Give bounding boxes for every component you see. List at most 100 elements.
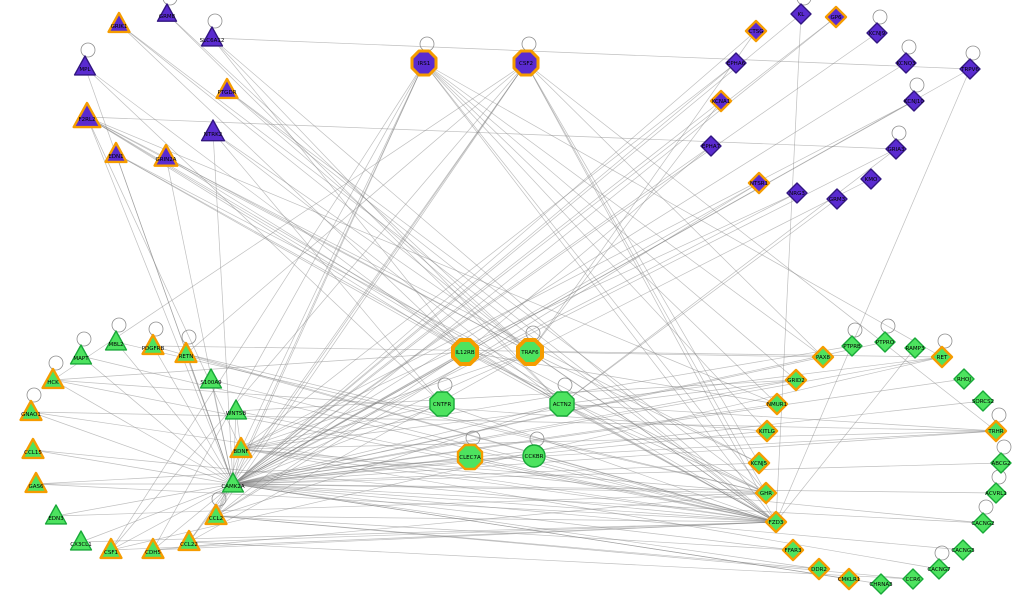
node-EPHA6[interactable] [725, 52, 747, 74]
node-FFAR3[interactable] [781, 538, 805, 562]
edge-EDN1-FZD3 [115, 153, 777, 523]
node-NTSR1[interactable] [747, 171, 771, 195]
node-CAMK2A[interactable] [221, 472, 245, 493]
node-PTPRO[interactable] [874, 331, 896, 353]
node-PTGDR[interactable] [215, 77, 239, 100]
node-GRM3[interactable] [826, 188, 848, 210]
node-BDNF[interactable] [229, 436, 253, 459]
node-RHOJ[interactable] [953, 368, 975, 390]
node-CACNG2[interactable] [972, 512, 994, 534]
node-GRIA3[interactable] [885, 138, 907, 160]
node-RETN[interactable] [174, 341, 198, 364]
node-MBL2[interactable] [104, 330, 128, 351]
self-loop-TRPV6 [965, 45, 981, 61]
edge-GRIA3-CAMK2A [232, 148, 897, 485]
node-WNT5B[interactable] [224, 399, 248, 420]
node-EPHA7[interactable] [700, 135, 722, 157]
node-SLC6A12[interactable] [200, 26, 224, 47]
self-loop-ACVRL1 [991, 469, 1007, 485]
node-HCK[interactable] [41, 367, 65, 390]
node-CMKLR1[interactable] [837, 567, 861, 591]
node-CCR6[interactable] [902, 568, 924, 590]
node-KMO[interactable] [860, 168, 882, 190]
node-ACVRL1[interactable] [985, 482, 1007, 504]
node-CSF2[interactable] [512, 49, 540, 77]
edge-CAMK2A-CX3CL1 [80, 483, 234, 543]
node-GP6[interactable] [824, 5, 848, 29]
node-CACNG7[interactable] [928, 558, 950, 580]
edge-CX3CL1-FZD3 [80, 521, 777, 543]
node-TRAF6[interactable] [515, 337, 545, 367]
self-loop-CSF2 [521, 36, 537, 52]
node-RAMP3[interactable] [904, 337, 926, 359]
node-CX3CL1[interactable] [69, 530, 93, 551]
node-EDN3[interactable] [44, 504, 68, 525]
node-S100A9[interactable] [199, 368, 223, 389]
node-IRS1[interactable] [410, 49, 438, 77]
node-CCL22[interactable] [177, 529, 201, 552]
node-GAS6[interactable] [24, 471, 48, 494]
node-PTPRB[interactable] [841, 335, 863, 357]
node-CNTFR[interactable] [429, 391, 455, 417]
edge-KL-FZD3 [775, 13, 802, 523]
node-GRIK1[interactable] [107, 11, 131, 34]
node-NMUR1[interactable] [765, 392, 789, 416]
node-EDN1[interactable] [104, 141, 128, 164]
edge-CAMK2A-CHRNA3 [232, 483, 882, 585]
edge-GRIN2A-CAMK2A [165, 156, 234, 485]
edge-CAMK2A-PDGFRB [152, 345, 234, 485]
node-PDGFRB[interactable] [141, 333, 165, 356]
node-CDH5[interactable] [141, 537, 165, 560]
node-MPL[interactable] [73, 55, 97, 76]
node-ACTN2[interactable] [549, 391, 575, 417]
edge-BDNF-GHR [240, 448, 767, 494]
node-KITLG[interactable] [755, 419, 779, 443]
node-CSF1[interactable] [99, 537, 123, 560]
node-PAX8[interactable] [811, 345, 835, 369]
node-MAPT[interactable] [69, 344, 93, 365]
node-KL[interactable] [790, 3, 812, 25]
node-TRHR[interactable] [984, 419, 1008, 443]
node-KCNJ10[interactable] [903, 90, 925, 112]
edge-EPHA7-CAMK2A [232, 145, 712, 485]
node-TRPV6[interactable] [959, 58, 981, 80]
edge-WNT5B-FZD3 [235, 410, 777, 523]
node-ABCG2[interactable] [990, 452, 1012, 474]
node-SORCS2[interactable] [972, 390, 994, 412]
node-CHRNA3[interactable] [870, 573, 892, 595]
edge-CAMK2A-S100A9 [210, 379, 234, 485]
node-IL12RB[interactable] [450, 337, 480, 367]
self-loop-CACNG7 [934, 545, 950, 561]
node-F2RL2[interactable] [72, 101, 102, 129]
node-CCKBR[interactable] [522, 444, 546, 468]
node-CACNG3[interactable] [952, 539, 974, 561]
node-GRM8[interactable] [156, 3, 178, 22]
node-KCNJ5[interactable] [747, 451, 771, 475]
node-GNAO1[interactable] [19, 399, 43, 422]
edge-WNT5B-GRID2 [235, 379, 797, 412]
node-DDR2[interactable] [807, 557, 831, 581]
edge-CAMK2A-CCL15 [32, 449, 234, 485]
edge-CSF2-KCNJ5 [525, 62, 760, 464]
edge-NTRK2-CNTFR [212, 131, 443, 405]
node-CCL15[interactable] [21, 437, 45, 460]
node-GHR[interactable] [754, 481, 778, 505]
edge-ACTN2-CCL2 [215, 403, 563, 517]
node-CTSG[interactable] [744, 19, 768, 43]
node-GRIN2A[interactable] [153, 143, 179, 167]
node-FZD3[interactable] [764, 510, 788, 534]
edge-CAMK2A-MAPT [80, 355, 234, 485]
node-KCNA1[interactable] [709, 89, 733, 113]
edge-IRS1-GRID2 [423, 62, 797, 381]
node-CCL2[interactable] [204, 503, 228, 526]
node-RET[interactable] [930, 345, 954, 369]
node-KCNJ9[interactable] [866, 22, 888, 44]
node-NRG3[interactable] [786, 182, 808, 204]
node-CLEC7A[interactable] [456, 443, 484, 471]
node-NTRK2[interactable] [200, 119, 226, 142]
node-KCNQ3[interactable] [895, 52, 917, 74]
edge-EPHA7-IL12RB [464, 145, 712, 353]
node-GRID2[interactable] [784, 368, 808, 392]
